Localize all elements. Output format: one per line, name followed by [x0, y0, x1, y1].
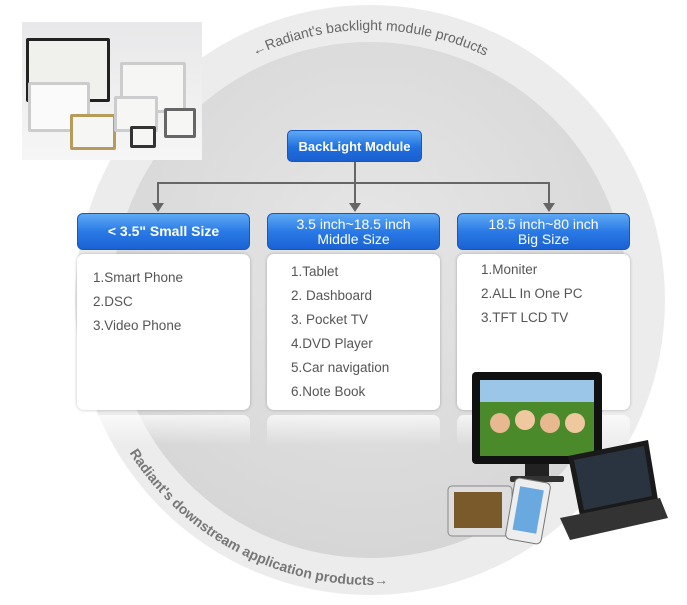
arrow-down-icon: [152, 203, 164, 212]
list-item: 4.DVD Player: [291, 336, 373, 351]
header-line: Big Size: [517, 230, 570, 247]
header-line: Middle Size: [317, 230, 390, 247]
downstream-devices-image: [447, 372, 668, 545]
arrow-down-icon: [543, 203, 555, 212]
list-item: 6.Note Book: [291, 384, 366, 399]
connector-line: [354, 162, 356, 183]
middle-size-list: 1.Tablet 2. Dashboard 3. Pocket TV 4.DVD…: [267, 254, 440, 410]
middle-size-header: 3.5 inch~18.5 inch Middle Size: [267, 213, 440, 250]
list-item: 5.Car navigation: [291, 360, 390, 375]
list-item: 2.ALL In One PC: [481, 286, 583, 301]
list-item: 1.Moniter: [481, 262, 538, 277]
list-item: 2. Dashboard: [291, 288, 373, 303]
header-line: 18.5 inch~80 inch: [488, 215, 599, 232]
big-size-header: 18.5 inch~80 inch Big Size: [457, 213, 630, 250]
backlight-module-node: BackLight Module: [287, 130, 422, 162]
connector-line: [354, 182, 356, 204]
list-item: 3.Video Phone: [93, 318, 182, 333]
header-line: 3.5 inch~18.5 inch: [296, 215, 411, 232]
list-item: 3.TFT LCD TV: [481, 310, 569, 325]
root-label: BackLight Module: [298, 138, 411, 154]
small-size-header: < 3.5" Small Size: [77, 213, 250, 250]
small-size-list: 1.Smart Phone 2.DSC 3.Video Phone: [77, 254, 250, 410]
connector-line: [157, 182, 159, 204]
header-line: < 3.5" Small Size: [107, 223, 220, 239]
arrow-down-icon: [349, 203, 361, 212]
list-item: 1.Smart Phone: [93, 270, 184, 285]
backlight-products-photo: [22, 22, 202, 160]
list-item: 2.DSC: [93, 294, 133, 309]
reflection: [267, 415, 440, 445]
reflection: [77, 415, 250, 445]
connector-line: [548, 182, 550, 204]
list-item: 1.Tablet: [291, 264, 339, 279]
list-item: 3. Pocket TV: [291, 312, 369, 327]
